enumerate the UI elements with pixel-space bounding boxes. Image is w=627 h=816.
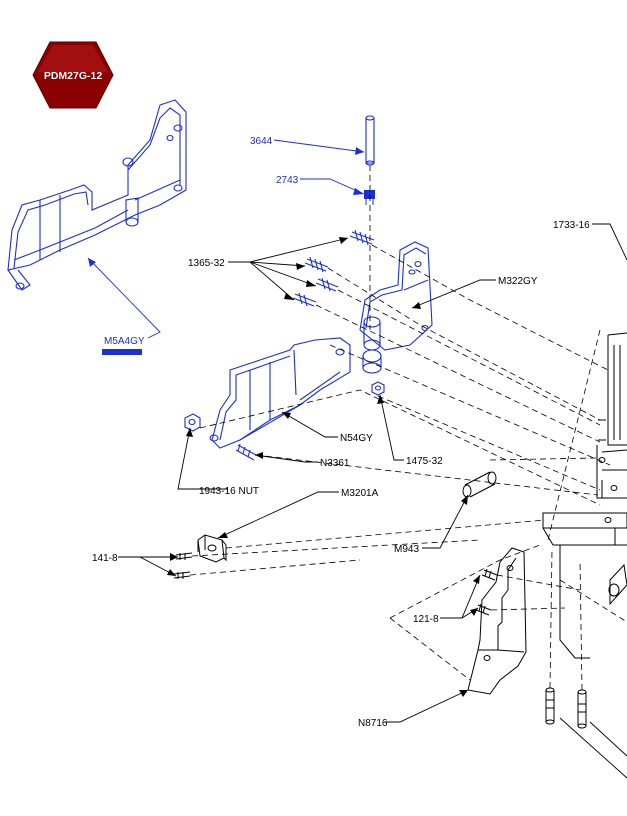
label-1733-16: 1733-16 bbox=[553, 220, 590, 231]
label-1475-32: 1475-32 bbox=[406, 456, 443, 467]
pins-bottom bbox=[545, 687, 587, 729]
bracket-m322gy bbox=[359, 241, 433, 374]
label-m3201a: M3201A bbox=[341, 488, 379, 499]
block-2743 bbox=[364, 190, 375, 205]
label-121-8: 121-8 bbox=[413, 614, 439, 625]
arrowheads bbox=[88, 147, 480, 697]
label-n3361: N3361 bbox=[320, 458, 350, 469]
plate-n8716 bbox=[467, 547, 527, 695]
bracket-m5a4gy bbox=[7, 99, 187, 291]
highlight-bar bbox=[102, 349, 142, 355]
black-leaders bbox=[118, 223, 627, 779]
machine-frame bbox=[542, 332, 627, 659]
washer-1475 bbox=[371, 381, 385, 396]
pin-3644 bbox=[365, 115, 375, 166]
black-parts bbox=[173, 332, 627, 729]
screws-1365 bbox=[292, 229, 375, 307]
cylinder-m943 bbox=[462, 471, 497, 498]
nut-1943 bbox=[184, 413, 201, 432]
label-1365-32: 1365-32 bbox=[188, 258, 225, 269]
label-m943: M943 bbox=[394, 544, 419, 555]
label-2743: 2743 bbox=[276, 175, 299, 186]
bracket-n54gy bbox=[209, 337, 351, 449]
latch-m3201a bbox=[197, 534, 227, 563]
label-3644: 3644 bbox=[250, 136, 273, 147]
label-m322gy: M322GY bbox=[498, 276, 538, 287]
part-badge: PDM27G-12 bbox=[32, 41, 114, 109]
screw-n3361 bbox=[235, 443, 257, 461]
blue-parts bbox=[7, 99, 433, 461]
label-n8716: N8716 bbox=[358, 718, 388, 729]
blue-leaders bbox=[87, 139, 365, 339]
assembly-lines bbox=[189, 165, 627, 691]
screws-141 bbox=[173, 552, 193, 579]
label-m5a4gy: M5A4GY bbox=[104, 336, 145, 347]
screws-121 bbox=[475, 568, 498, 616]
badge-text: PDM27G-12 bbox=[44, 70, 103, 82]
label-141-8: 141-8 bbox=[92, 553, 118, 564]
label-1943-16-nut: 1943-16 NUT bbox=[199, 486, 259, 497]
part-labels: 3644 2743 1365-32 M322GY 1733-16 M5A4GY … bbox=[92, 136, 590, 729]
label-n54gy: N54GY bbox=[340, 433, 373, 444]
